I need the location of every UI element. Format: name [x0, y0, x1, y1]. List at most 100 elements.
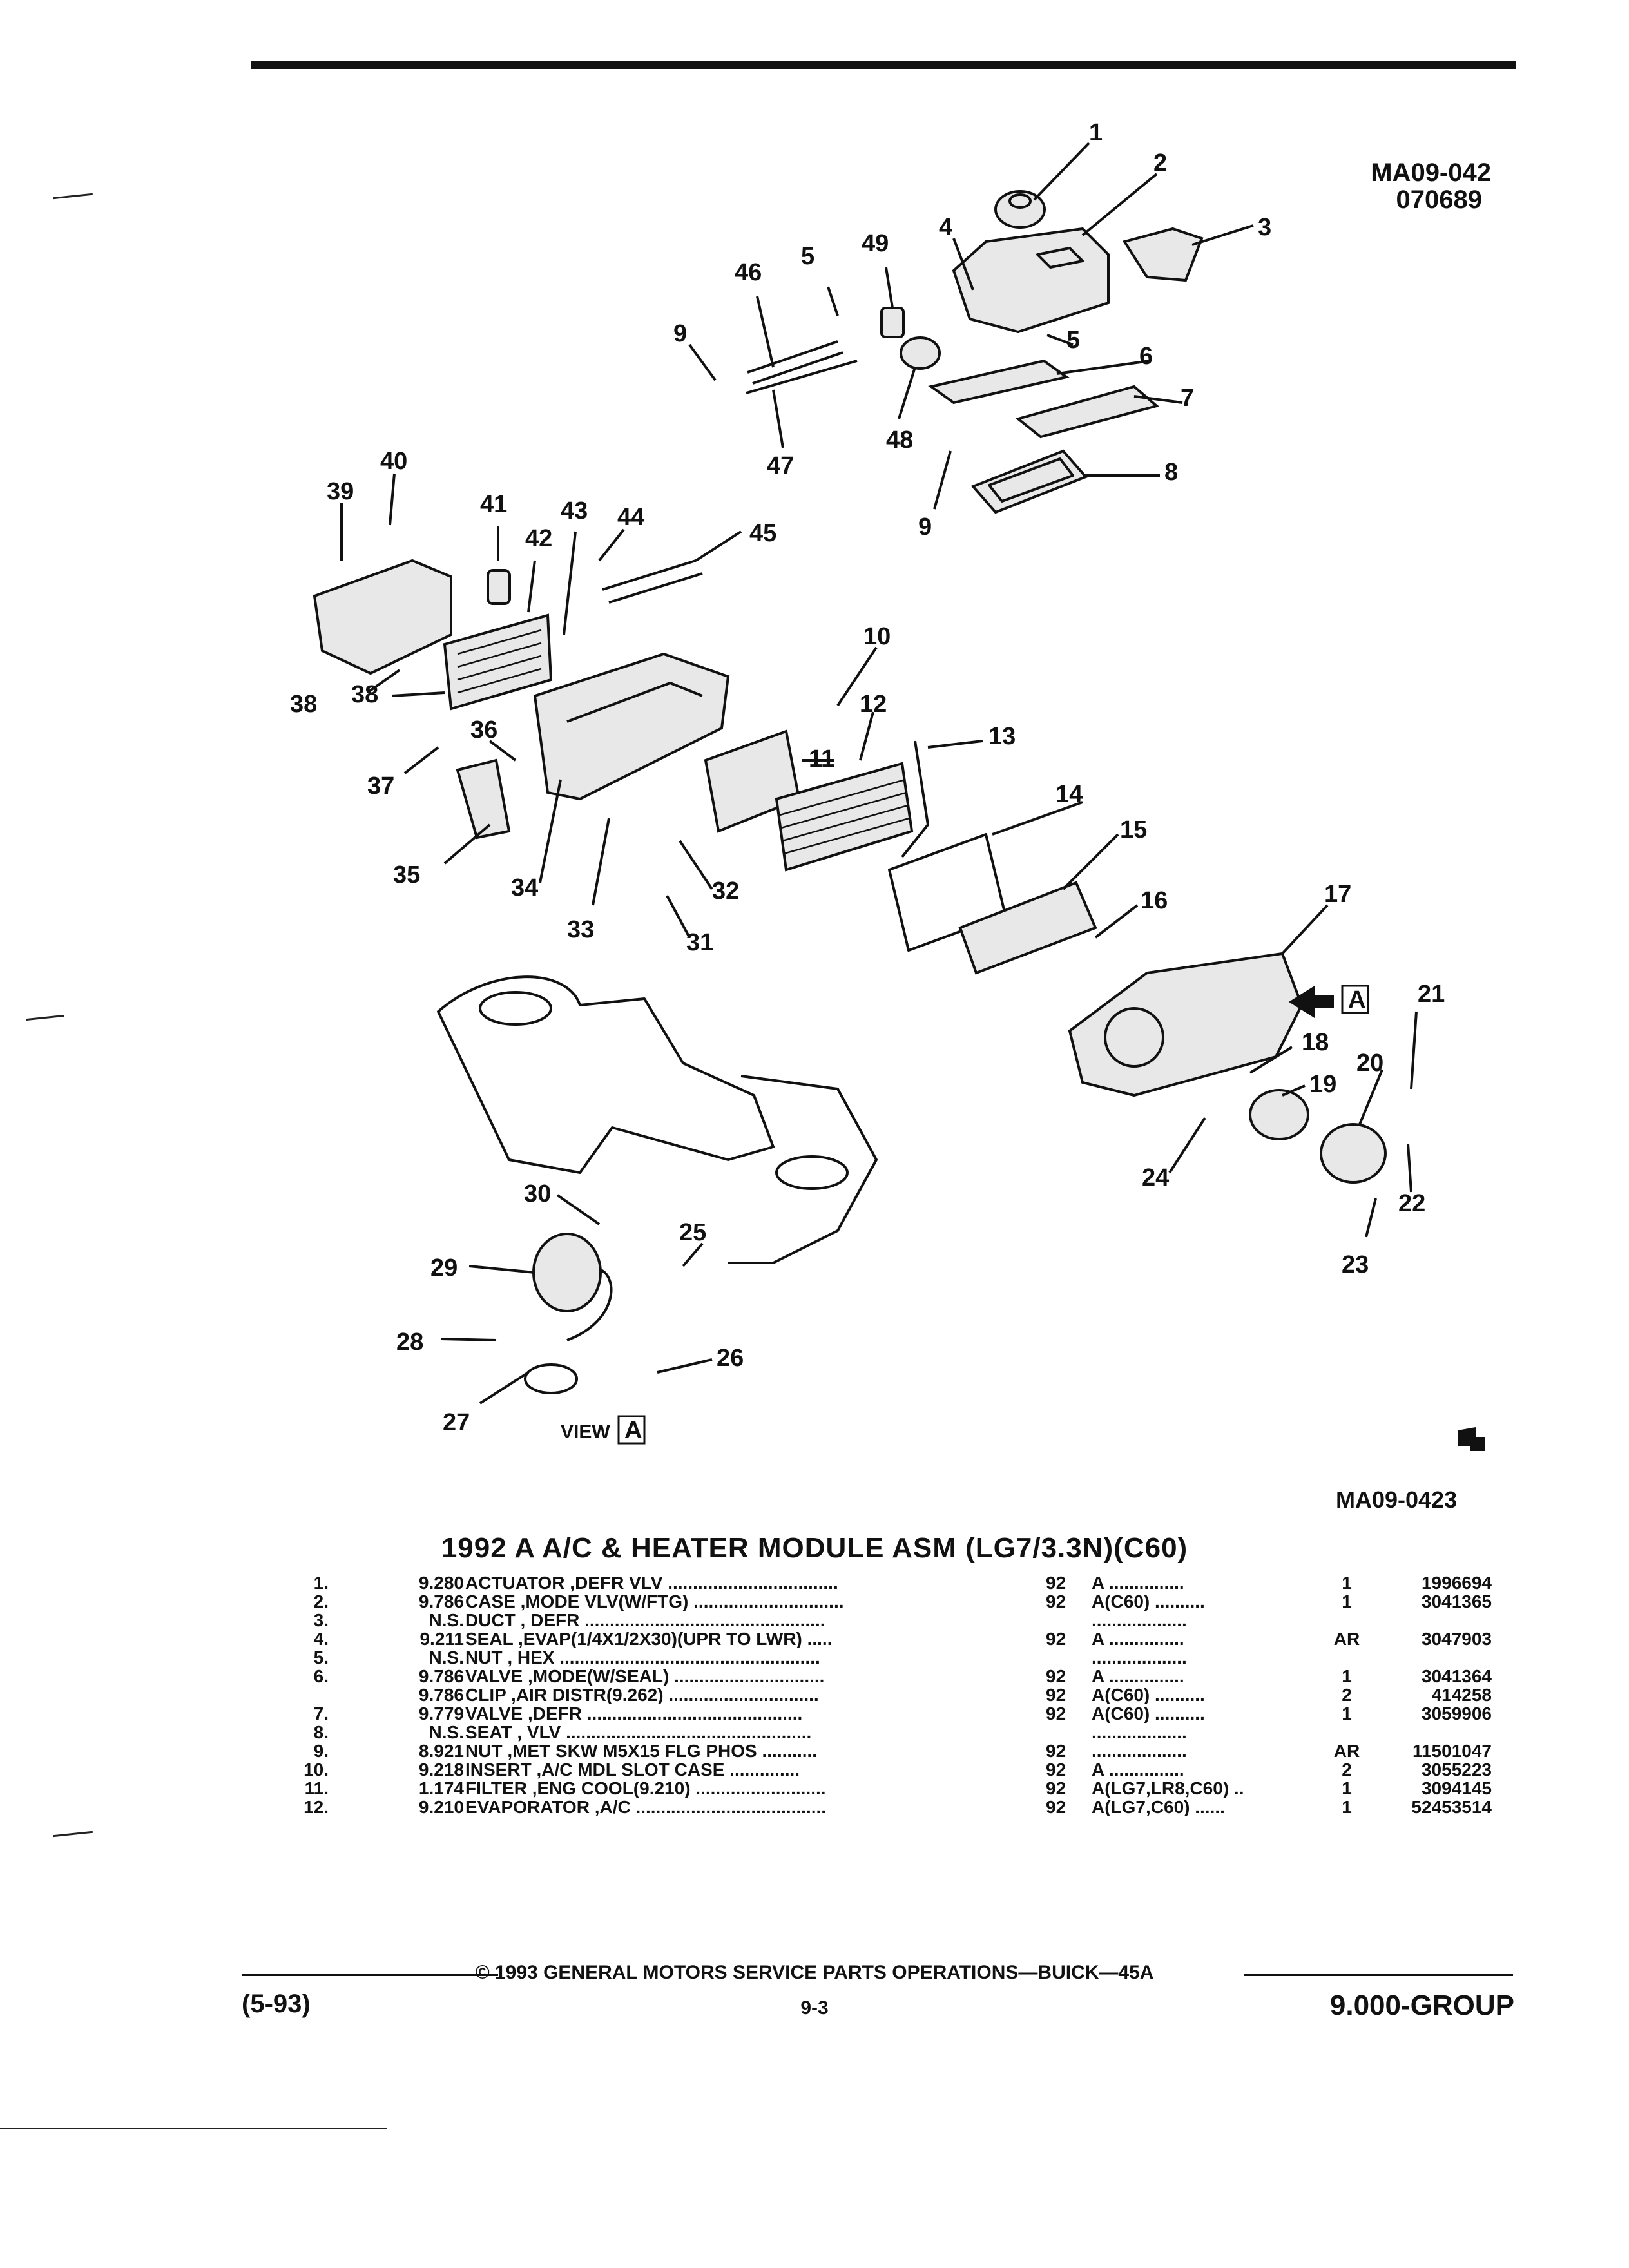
parts-cell-part: 3059906	[1421, 1704, 1492, 1724]
parts-cell-num: 9.	[313, 1741, 329, 1761]
parts-cell-num: 6.	[313, 1666, 329, 1686]
callout: 8	[1164, 459, 1178, 486]
parts-cell-year: 92	[1046, 1591, 1066, 1611]
part-12-evaporator	[775, 762, 914, 872]
footer-rule-right	[1244, 1974, 1513, 1976]
top-rule	[251, 61, 1516, 69]
parts-cell-year: 92	[1046, 1704, 1066, 1724]
parts-cell-series: A(LG7,LR8,C60) ..	[1092, 1779, 1244, 1798]
part-34-heater-case	[533, 652, 730, 801]
parts-cell-qty: 2	[1342, 1685, 1352, 1705]
parts-cell-part: 414258	[1431, 1685, 1492, 1705]
part-39-cover	[313, 559, 452, 675]
parts-cell-group: N.S.	[429, 1648, 464, 1667]
callout: 7	[1181, 385, 1194, 412]
callout: 18	[1302, 1029, 1329, 1056]
parts-cell-series: ...................	[1092, 1723, 1187, 1742]
parts-cell-desc: CLIP ,AIR DISTR(9.262) .................…	[465, 1686, 819, 1704]
callout: 20	[1356, 1050, 1383, 1077]
callout: 38	[351, 681, 378, 708]
callout: 22	[1398, 1190, 1425, 1217]
callout: 30	[524, 1180, 551, 1207]
parts-cell-group: N.S.	[429, 1610, 464, 1630]
part-13-tube	[901, 740, 929, 858]
callout: 29	[430, 1254, 458, 1282]
exploded-parts-diagram: 1 2 3 4 5 5 6 7 8 9 9 10 11 12 13 14 15 …	[290, 119, 1485, 1513]
parts-cell-year: 92	[1046, 1797, 1066, 1817]
direction-arrow-a: A	[1289, 985, 1369, 1018]
parts-cell-series: A ...............	[1092, 1573, 1184, 1592]
callout: 26	[717, 1345, 744, 1372]
parts-row: 8.N.S.SEAT , VLV .......................…	[277, 1723, 1514, 1742]
callout: 27	[443, 1409, 470, 1436]
parts-cell-num: 3.	[313, 1610, 329, 1630]
callout: 5	[1066, 327, 1080, 354]
part-17-blower-case	[1068, 952, 1304, 1097]
parts-cell-desc: CASE ,MODE VLV(W/FTG) ..................…	[465, 1592, 844, 1611]
callout: 33	[567, 916, 594, 943]
parts-cell-desc: NUT , HEX ..............................…	[465, 1648, 820, 1667]
parts-list-title: 1992 A A/C & HEATER MODULE ASM (LG7/3.3N…	[441, 1532, 1188, 1564]
callout: 38	[290, 691, 317, 718]
callout: 48	[886, 427, 913, 454]
parts-cell-group: 9.786	[418, 1591, 464, 1611]
callout: 12	[860, 691, 887, 718]
footer-copyright: © 1993 GENERAL MOTORS SERVICE PARTS OPER…	[475, 1962, 1154, 1983]
callout: 10	[863, 623, 891, 650]
part-6-mode-valve	[928, 359, 1070, 405]
part-8-valve-seat	[970, 449, 1088, 514]
part-46-47-rods	[746, 340, 858, 394]
footer-date-code: (5-93)	[242, 1990, 311, 2018]
view-label: VIEW	[561, 1421, 610, 1443]
callout: 11	[809, 745, 834, 773]
callout: 40	[380, 448, 407, 475]
part-19-blower-wheel	[1249, 1089, 1309, 1140]
parts-cell-series: A(C60) ..........	[1092, 1592, 1205, 1611]
callout: 21	[1418, 981, 1445, 1008]
parts-cell-desc: EVAPORATOR ,A/C ........................…	[465, 1798, 827, 1816]
callout: 31	[686, 929, 713, 956]
parts-cell-series: A(C60) ..........	[1092, 1704, 1205, 1723]
part-49-clip	[880, 307, 905, 338]
callout: 44	[617, 504, 644, 531]
part-42-bracket	[487, 569, 511, 605]
callout: 37	[367, 773, 394, 800]
footer-page-number: 9-3	[800, 1997, 829, 2019]
part-35-bracket	[456, 758, 511, 840]
parts-cell-qty: 1	[1342, 1666, 1352, 1686]
callout: 13	[988, 723, 1016, 750]
part-48-grommet	[900, 336, 941, 370]
callout: 46	[735, 259, 762, 286]
callout: 41	[480, 491, 507, 518]
callout: 15	[1120, 816, 1147, 843]
parts-cell-group: N.S.	[429, 1722, 464, 1742]
scan-mark	[0, 2128, 387, 2129]
callout: 5	[801, 243, 815, 270]
callout: 36	[470, 716, 497, 744]
part-15-seat	[958, 881, 1097, 975]
leader-lines	[340, 142, 1418, 1405]
parts-cell-desc: INSERT ,A/C MDL SLOT CASE ..............	[465, 1760, 800, 1779]
parts-cell-group: 8.921	[418, 1741, 464, 1761]
parts-row: 3.N.S.DUCT , DEFR ......................…	[277, 1611, 1514, 1629]
part-3-defr-duct	[1122, 227, 1204, 282]
parts-cell-qty: AR	[1333, 1741, 1360, 1761]
callout: 17	[1324, 881, 1351, 908]
callout: 39	[327, 478, 354, 505]
part-1-actuator	[994, 190, 1046, 229]
parts-cell-series: ...................	[1092, 1648, 1187, 1667]
view-letter: A	[624, 1417, 642, 1444]
diagram-figure-code: MA09-0423	[1336, 1486, 1457, 1513]
parts-cell-num: 5.	[313, 1648, 329, 1667]
parts-cell-group: 9.211	[419, 1629, 464, 1649]
callout: 28	[396, 1329, 423, 1356]
callout: 3	[1258, 214, 1271, 241]
parts-cell-qty: 1	[1342, 1704, 1352, 1724]
parts-cell-part: 3094145	[1421, 1778, 1492, 1798]
callout: 23	[1342, 1251, 1369, 1278]
